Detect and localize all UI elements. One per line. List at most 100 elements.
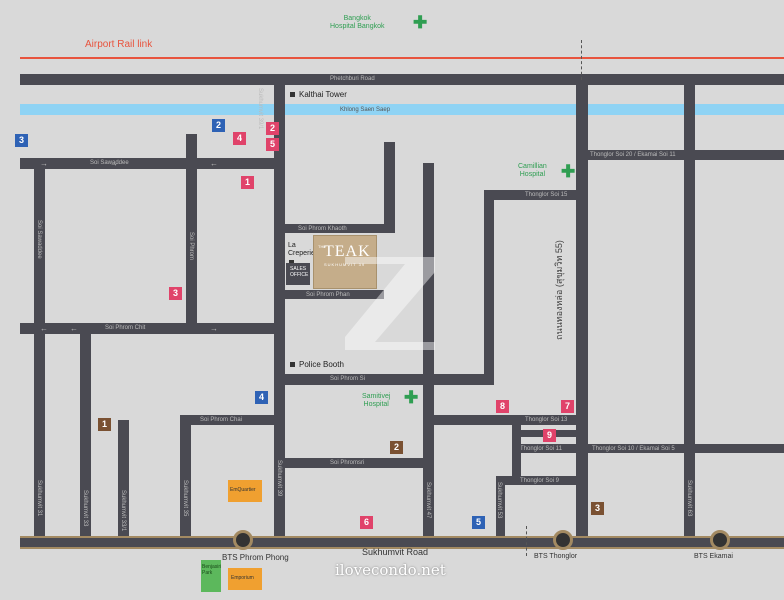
soi-phrom-phan-road	[284, 290, 384, 299]
thonglor-soi-15-label: Thonglor Soi 15	[525, 192, 568, 198]
police-icon	[290, 362, 295, 368]
emquartier-mall[interactable]: EmQuartier	[228, 480, 262, 502]
soi-phrom-si-label: Soi Phrom Si	[330, 376, 366, 382]
arrow-icon: ←	[210, 159, 218, 168]
bts-ekamai-label: BTS Ekamai	[694, 553, 733, 560]
bts-phrom-phong-label: BTS Phrom Phong	[222, 553, 289, 562]
bts-track	[20, 536, 784, 549]
soi-phrom-khaoth-label: Soi Phrom Khaoth	[298, 226, 347, 232]
police-booth-poi[interactable]: Police Booth	[290, 360, 344, 369]
marker-red-3[interactable]: 3	[169, 287, 182, 300]
marker-red-4[interactable]: 4	[233, 132, 246, 145]
airport-rail-line	[20, 57, 784, 59]
sales-office-label: SALES OFFICE	[290, 266, 309, 278]
soi-phrom-chai-label: Soi Phrom Chai	[200, 417, 243, 423]
marker-blue-5[interactable]: 5	[472, 516, 485, 529]
thonglor-soi-13-road	[432, 415, 584, 425]
kalthai-tower-poi[interactable]: Kalthai Tower	[290, 90, 347, 99]
emporium-label: Emporium	[231, 575, 254, 581]
bts-thonglor-label: BTS Thonglor	[534, 553, 578, 560]
building-icon	[290, 92, 295, 98]
soi-phrom-phan-label: Soi Phrom Phan	[306, 292, 350, 298]
thonglor-road-dashed-line	[581, 40, 582, 80]
marker-red-1[interactable]: 1	[241, 176, 254, 189]
soi-phromsri-road	[284, 458, 434, 468]
soi-phromsri-label: Soi Phromsri	[330, 460, 365, 466]
thonglor-soi-11-road	[512, 444, 584, 453]
soi-phrom-chit-label: Soi Phrom Chit	[105, 325, 146, 331]
sukhumvit-63-label: Sukhumvit 63	[686, 480, 692, 517]
teak-subtitle: SUKHUMVIT 39	[324, 262, 366, 267]
marker-red-5[interactable]: 5	[266, 138, 279, 151]
sukhumvit-47-label: Sukhumvit 47	[425, 482, 431, 519]
sukhumvit-33-label: Sukhumvit 33	[82, 490, 88, 527]
soi-phrom-si-road	[284, 374, 492, 385]
marker-red-7[interactable]: 7	[561, 400, 574, 413]
sukhumvit-53-road	[496, 476, 505, 540]
watermark-text: ilovecondo.net	[335, 561, 446, 579]
sukhumvit-53-label: Sukhumvit 53	[496, 482, 502, 519]
bts-ekamai-station[interactable]	[710, 530, 730, 550]
marker-red-9[interactable]: 9	[543, 429, 556, 442]
emporium-mall[interactable]: Emporium	[228, 568, 262, 590]
marker-brown-2[interactable]: 2	[390, 441, 403, 454]
bangkok-hospital-label: Bangkok Hospital Bangkok	[330, 15, 385, 30]
la-creperie-label: La Creperie	[288, 242, 315, 257]
thonglor-dashed-line	[526, 526, 527, 556]
sukhumvit-63-road	[684, 85, 695, 540]
arrow-icon: ←	[70, 324, 78, 333]
marker-brown-1[interactable]: 1	[98, 418, 111, 431]
la-creperie-icon	[289, 260, 294, 265]
thonglor-soi-15-connector	[484, 190, 494, 385]
phetchburi-road	[20, 74, 784, 85]
arrow-icon: →	[40, 159, 48, 168]
the-teak-project[interactable]: THE TEAK SUKHUMVIT 39	[313, 235, 377, 289]
sukhumvit-39-label: Sukhumvit 39	[276, 460, 282, 497]
phetchburi-road-label: Phetchburi Road	[330, 76, 375, 82]
soi-phrom-vertical-road	[186, 134, 197, 334]
marker-blue-4[interactable]: 4	[255, 391, 268, 404]
thonglor-soi-20-label: Thonglor Soi 20 / Ekamai Soi 11	[590, 152, 676, 158]
thonglor-soi-15-road	[484, 190, 584, 200]
marker-red-6[interactable]: 6	[360, 516, 373, 529]
sukhumvit-33-1-label: Sukhumvit 33/1	[120, 490, 126, 532]
thonglor-soi-9-road	[496, 476, 584, 485]
canal-label: Khlong Saen Saep	[340, 107, 391, 113]
airport-rail-label: Airport Rail link	[85, 39, 153, 50]
marker-blue-3[interactable]: 3	[15, 134, 28, 147]
marker-red-8[interactable]: 8	[496, 400, 509, 413]
soi-sawaddee-label: Soi Sawaddee	[90, 160, 129, 166]
marker-brown-3[interactable]: 3	[591, 502, 604, 515]
hospital-cross-icon: ✚	[404, 388, 419, 407]
sales-office-box[interactable]	[286, 263, 310, 285]
sukhumvit-33-road	[80, 334, 91, 540]
hospital-cross-icon: ✚	[561, 162, 576, 181]
thonglor-soi-9-label: Thonglor Soi 9	[520, 478, 560, 484]
thonglor-soi-11-label: Thonglor Soi 11	[520, 446, 562, 452]
soi-phrom-chai-road	[180, 415, 284, 425]
emquartier-label: EmQuartier	[230, 487, 256, 493]
soi-sawaddee-vertical-label: Soi Sawaddee	[36, 220, 42, 259]
sukhumvit-39-top-label: Sukhumvit 39/1	[257, 88, 263, 130]
marker-red-2[interactable]: 2	[266, 122, 279, 135]
sukhumvit-31-label: Sukhumvit 31	[36, 480, 42, 517]
bts-thonglor-station[interactable]	[553, 530, 573, 550]
thonglor-connector	[512, 415, 521, 476]
bts-phrom-phong-station[interactable]	[233, 530, 253, 550]
marker-blue-2[interactable]: 2	[212, 119, 225, 132]
thonglor-road-label: ถนนทองหล่อ (สุขุมวิท 55)	[554, 240, 564, 340]
thonglor-soi-10-label: Thonglor Soi 10 / Ekamai Soi 5	[592, 446, 675, 452]
teak-prefix: THE	[318, 244, 326, 249]
soi-sawaddee-vertical-road	[34, 158, 45, 540]
sukhumvit-33-1-road	[118, 420, 129, 540]
benjasiri-park-label: Benjasiri Park	[202, 564, 222, 576]
sukhumvit-35-road	[180, 415, 191, 540]
thonglor-road	[576, 85, 588, 540]
benjasiri-park[interactable]: Benjasiri Park	[201, 560, 221, 592]
teak-side-road	[384, 142, 395, 233]
sukhumvit-road-label: Sukhumvit Road	[362, 547, 429, 557]
soi-sawaddee-road	[20, 158, 284, 169]
camillian-hospital-label: Camillian Hospital	[518, 163, 547, 178]
arrow-icon: →	[210, 324, 218, 333]
